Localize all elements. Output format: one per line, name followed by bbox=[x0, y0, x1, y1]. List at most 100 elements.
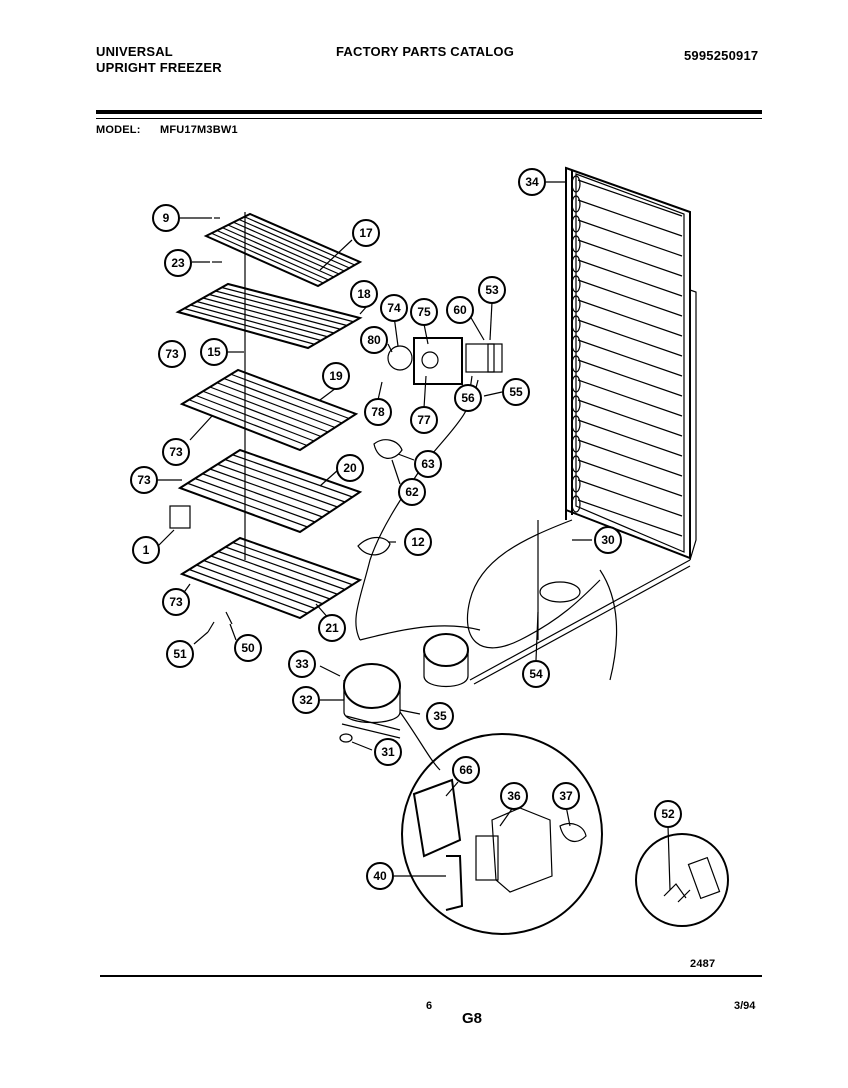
callout-17: 17 bbox=[352, 219, 380, 247]
callout-74: 74 bbox=[380, 294, 408, 322]
svg-text:77: 77 bbox=[417, 413, 431, 427]
callout-50: 50 bbox=[234, 634, 262, 662]
callout-33: 33 bbox=[288, 650, 316, 678]
section-code: G8 bbox=[462, 1010, 483, 1027]
callout-23: 23 bbox=[164, 249, 192, 277]
svg-text:73: 73 bbox=[165, 347, 179, 361]
svg-text:52: 52 bbox=[661, 807, 675, 821]
callout-34: 34 bbox=[518, 168, 546, 196]
svg-text:21: 21 bbox=[325, 621, 339, 635]
svg-text:20: 20 bbox=[343, 461, 357, 475]
tubing bbox=[359, 519, 691, 685]
callout-80: 80 bbox=[360, 326, 388, 354]
callout-56: 56 bbox=[454, 384, 482, 412]
svg-text:51: 51 bbox=[173, 647, 187, 661]
callout-73d: 73 bbox=[162, 588, 190, 616]
svg-text:80: 80 bbox=[367, 333, 381, 347]
svg-text:34: 34 bbox=[525, 175, 539, 189]
brand-block: UNIVERSAL UPRIGHT FREEZER bbox=[96, 44, 222, 76]
callout-52: 52 bbox=[654, 800, 682, 828]
shelf-stack bbox=[175, 212, 363, 620]
model-label: MODEL: bbox=[96, 124, 141, 136]
shelf-2 bbox=[175, 282, 363, 350]
callout-75: 75 bbox=[410, 298, 438, 326]
svg-text:40: 40 bbox=[373, 869, 387, 883]
callout-31: 31 bbox=[374, 738, 402, 766]
shelf-4 bbox=[177, 448, 363, 534]
callout-21: 21 bbox=[318, 614, 346, 642]
callout-73b: 73 bbox=[162, 438, 190, 466]
svg-text:56: 56 bbox=[461, 391, 475, 405]
relay-detail bbox=[401, 733, 603, 935]
shelf-5 bbox=[179, 536, 363, 620]
svg-text:74: 74 bbox=[387, 301, 401, 315]
shelf-3 bbox=[179, 368, 359, 452]
hardware-detail bbox=[635, 833, 729, 927]
callout-30: 30 bbox=[594, 526, 622, 554]
svg-text:32: 32 bbox=[299, 693, 313, 707]
callout-51: 51 bbox=[166, 640, 194, 668]
catalog-title: FACTORY PARTS CATALOG bbox=[336, 44, 515, 59]
brand-name: UNIVERSAL bbox=[96, 44, 173, 59]
svg-text:15: 15 bbox=[207, 345, 221, 359]
svg-text:37: 37 bbox=[559, 789, 573, 803]
svg-text:55: 55 bbox=[509, 385, 523, 399]
svg-text:1: 1 bbox=[143, 543, 150, 557]
callout-37: 37 bbox=[552, 782, 580, 810]
svg-text:50: 50 bbox=[241, 641, 255, 655]
callout-73c: 73 bbox=[130, 466, 158, 494]
compressor bbox=[341, 633, 469, 771]
callout-66: 66 bbox=[452, 756, 480, 784]
callout-40: 40 bbox=[366, 862, 394, 890]
svg-text:62: 62 bbox=[405, 485, 419, 499]
document-number: 5995250917 bbox=[684, 48, 759, 63]
header-rule-thin bbox=[96, 118, 762, 119]
svg-text:18: 18 bbox=[357, 287, 371, 301]
svg-text:12: 12 bbox=[411, 535, 425, 549]
svg-text:35: 35 bbox=[433, 709, 447, 723]
callout-78: 78 bbox=[364, 398, 392, 426]
callout-60: 60 bbox=[446, 296, 474, 324]
callout-73a: 73 bbox=[158, 340, 186, 368]
thermostat-assembly bbox=[355, 337, 503, 641]
callouts: 34 9 17 23 18 74 75 60 53 80 73 15 19 78… bbox=[130, 168, 682, 890]
callout-63: 63 bbox=[414, 450, 442, 478]
svg-text:66: 66 bbox=[459, 763, 473, 777]
svg-text:78: 78 bbox=[371, 405, 385, 419]
callout-15: 15 bbox=[200, 338, 228, 366]
figure-number: 2487 bbox=[690, 958, 716, 970]
small-parts bbox=[169, 217, 403, 743]
svg-text:63: 63 bbox=[421, 457, 435, 471]
callout-19: 19 bbox=[322, 362, 350, 390]
page-number: 6 bbox=[426, 1000, 433, 1012]
svg-text:23: 23 bbox=[171, 256, 185, 270]
callout-54: 54 bbox=[522, 660, 550, 688]
catalog-date: 3/94 bbox=[734, 1000, 756, 1012]
callout-62: 62 bbox=[398, 478, 426, 506]
product-type: UPRIGHT FREEZER bbox=[96, 60, 222, 75]
svg-text:19: 19 bbox=[329, 369, 343, 383]
callout-32: 32 bbox=[292, 686, 320, 714]
svg-text:31: 31 bbox=[381, 745, 395, 759]
callout-36: 36 bbox=[500, 782, 528, 810]
shelf-top bbox=[203, 212, 363, 288]
callout-77: 77 bbox=[410, 406, 438, 434]
callout-20: 20 bbox=[336, 454, 364, 482]
callout-9: 9 bbox=[152, 204, 180, 232]
callout-1: 1 bbox=[132, 536, 160, 564]
svg-text:17: 17 bbox=[359, 226, 373, 240]
svg-text:9: 9 bbox=[163, 211, 170, 225]
header-rule-thick bbox=[96, 110, 762, 114]
svg-text:33: 33 bbox=[295, 657, 309, 671]
callout-12: 12 bbox=[404, 528, 432, 556]
callout-55: 55 bbox=[502, 378, 530, 406]
svg-text:36: 36 bbox=[507, 789, 521, 803]
evaporator-panel bbox=[565, 166, 697, 561]
footer-rule bbox=[100, 975, 762, 977]
callout-18: 18 bbox=[350, 280, 378, 308]
model-number: MFU17M3BW1 bbox=[160, 124, 238, 136]
callout-53: 53 bbox=[478, 276, 506, 304]
svg-text:30: 30 bbox=[601, 533, 615, 547]
